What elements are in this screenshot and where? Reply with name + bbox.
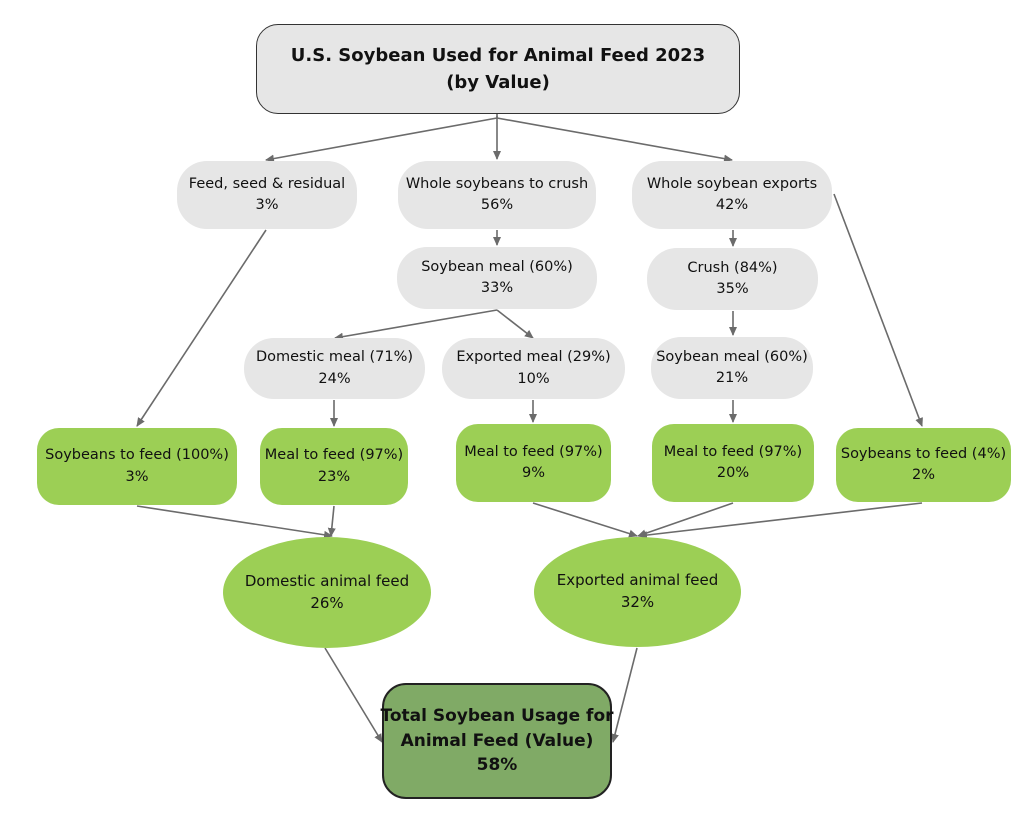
node-crush-84: Crush (84%) 35%: [647, 248, 818, 310]
node-value: 56%: [480, 197, 514, 213]
node-label: Meal to feed (97%): [663, 443, 803, 460]
node-value: 24%: [318, 370, 351, 387]
edge-feed-c-to-exported: [637, 502, 734, 538]
title-line-2: (by Value): [446, 72, 550, 93]
node-value: 3%: [125, 468, 149, 485]
node-label: Meal to feed (97%): [464, 443, 603, 460]
node-feed-seed-residual: Feed, seed & residual 3%: [177, 161, 357, 229]
node-whole-soybean-exports: Whole soybean exports 42%: [632, 161, 832, 229]
node-domestic-animal-feed: Domestic animal feed 26%: [223, 537, 431, 648]
edge-title-to-exports: [496, 117, 733, 163]
node-soybeans-to-feed-4: Soybeans to feed (4%) 2%: [836, 428, 1011, 502]
edge-exports-to-soy-feed-4: [833, 193, 923, 427]
node-label: Exported animal feed: [556, 571, 719, 590]
node-value: 32%: [620, 593, 655, 611]
edge-meal-a-to-exported: [496, 309, 534, 339]
edge-title-to-feed-seed: [265, 117, 498, 163]
node-soybean-meal-exports: Soybean meal (60%) 21%: [651, 337, 813, 399]
node-domestic-meal: Domestic meal (71%) 24%: [244, 338, 425, 399]
node-soybeans-to-feed-100: Soybeans to feed (100%) 3%: [37, 428, 237, 505]
node-value: 20%: [716, 465, 750, 481]
node-value: 21%: [715, 370, 749, 386]
edge-soy-feed-4-to-exported: [638, 502, 923, 540]
node-label: Crush (84%): [687, 259, 778, 276]
total-value: 58%: [476, 755, 518, 776]
edge-domestic-to-total: [324, 647, 383, 743]
node-value: 42%: [715, 197, 749, 213]
node-label: Whole soybeans to crush: [405, 175, 589, 192]
node-meal-to-feed-domestic: Meal to feed (97%) 23%: [260, 428, 408, 505]
node-total-soybean-usage: Total Soybean Usage for Animal Feed (Val…: [380, 683, 614, 799]
edge-feed-seed-to-soy-feed: [136, 229, 267, 427]
node-value: 35%: [716, 281, 749, 297]
title-line-1: U.S. Soybean Used for Animal Feed 2023: [290, 45, 706, 66]
edge-feed-a-to-domestic: [327, 505, 336, 537]
node-label: Soybeans to feed (4%): [840, 445, 1007, 462]
edge-exported-to-total: [611, 647, 638, 743]
node-label: Soybean meal (60%): [421, 258, 573, 275]
diagram-title: U.S. Soybean Used for Animal Feed 2023 (…: [256, 24, 740, 114]
node-label: Domestic meal (71%): [255, 349, 414, 366]
node-value: 10%: [517, 370, 550, 387]
node-label: Meal to feed (97%): [264, 447, 404, 464]
node-exported-meal: Exported meal (29%) 10%: [442, 338, 625, 399]
edge-feed-b-to-exported: [532, 502, 638, 538]
node-exported-animal-feed: Exported animal feed 32%: [534, 537, 741, 647]
node-value: 23%: [317, 468, 351, 485]
node-value: 26%: [310, 593, 344, 612]
node-whole-soybeans-to-crush: Whole soybeans to crush 56%: [398, 161, 596, 229]
node-value: 2%: [911, 467, 935, 483]
node-label: Domestic animal feed: [244, 571, 410, 590]
total-line-2: Animal Feed (Value): [400, 730, 594, 751]
node-value: 9%: [521, 465, 545, 481]
node-soybean-meal-crush: Soybean meal (60%) 33%: [397, 247, 597, 309]
node-label: Exported meal (29%): [456, 349, 611, 366]
edge-soy-feed-to-domestic: [136, 505, 333, 539]
edge-meal-a-split: [334, 309, 498, 341]
node-value: 3%: [255, 197, 279, 213]
node-label: Whole soybean exports: [646, 175, 818, 192]
node-label: Soybeans to feed (100%): [45, 447, 229, 464]
node-label: Soybean meal (60%): [656, 348, 808, 365]
total-line-1: Total Soybean Usage for: [380, 706, 614, 727]
node-value: 33%: [480, 280, 514, 296]
node-label: Feed, seed & residual: [188, 175, 346, 192]
node-meal-to-feed-exports: Meal to feed (97%) 20%: [652, 424, 814, 502]
node-meal-to-feed-exported-meal: Meal to feed (97%) 9%: [456, 424, 611, 502]
